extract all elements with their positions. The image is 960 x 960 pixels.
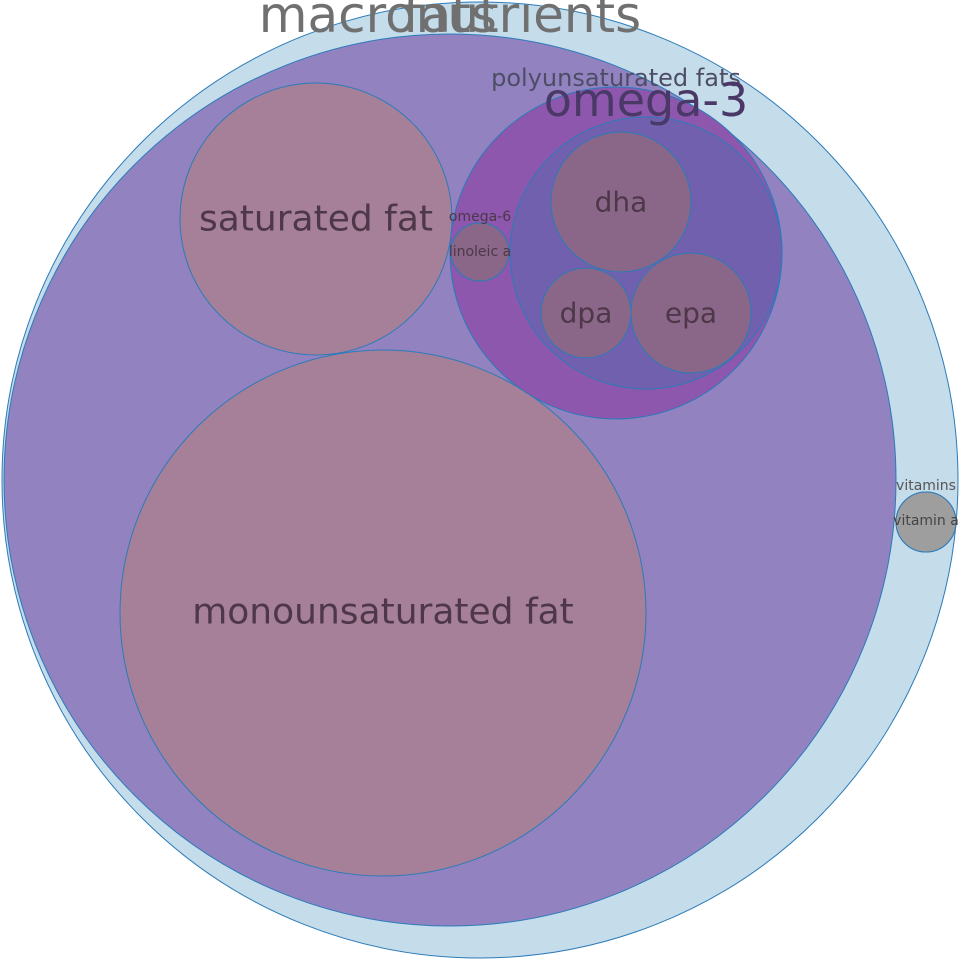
label-vitamins: vitamins xyxy=(896,478,956,494)
label-saturated-fat: saturated fat xyxy=(199,199,433,240)
bubble-monounsaturated-fat[interactable] xyxy=(119,349,647,877)
bubble-saturated-fat[interactable] xyxy=(179,82,453,356)
label-vitamin-a: vitamin a xyxy=(893,513,959,529)
bubble-linoleic-acid[interactable] xyxy=(450,222,510,282)
bubble-vitamin-a[interactable] xyxy=(895,491,957,553)
label-omega-3: omega-3 xyxy=(544,73,749,127)
bubble-epa[interactable] xyxy=(630,252,752,374)
label-polyunsaturated-fats: polyunsaturated fats xyxy=(491,64,741,92)
label-fats: fats xyxy=(403,0,497,44)
bubble-dha[interactable] xyxy=(550,131,692,273)
label-macronutrients: macronutrients xyxy=(259,0,641,44)
label-monounsaturated-fat: monounsaturated fat xyxy=(192,592,574,633)
label-linoleic-acid: linoleic a xyxy=(449,244,511,260)
label-dpa: dpa xyxy=(560,297,613,330)
label-epa: epa xyxy=(665,297,717,330)
label-dha: dha xyxy=(595,186,648,219)
label-omega-6: omega-6 xyxy=(449,209,511,225)
